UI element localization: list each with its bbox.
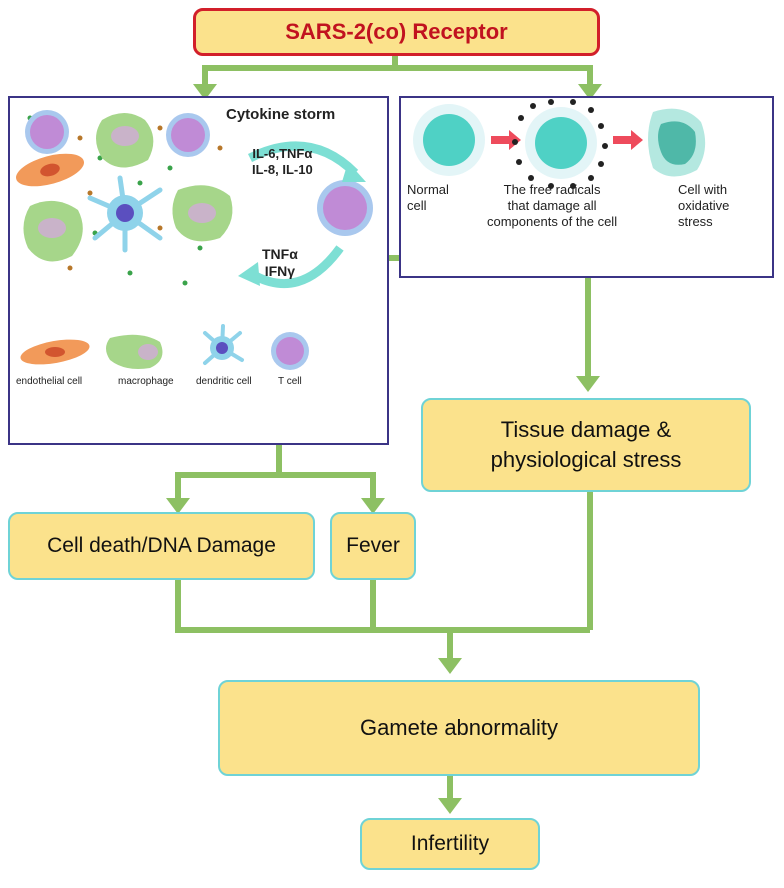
fever-label: Fever — [346, 534, 400, 557]
free-radicals-cell-icon — [525, 107, 597, 179]
tissue-damage-box: Tissue damage & physiological stress — [421, 398, 751, 492]
oxidative-illustration — [413, 99, 706, 189]
gamete-abnormality-label: Gamete abnormality — [359, 715, 559, 740]
legend-tcell-icon — [271, 332, 309, 370]
cytokines-top: IL-6,TNFα IL-8, IL-10 — [252, 146, 313, 177]
arrow-right-icon — [613, 130, 643, 150]
arrow-death-merge — [175, 580, 590, 633]
stressed-cell-icon — [648, 108, 706, 177]
receptor-box: SARS-2(co) Receptor — [193, 8, 600, 56]
tcell-icon — [166, 113, 210, 157]
cell-death-box: Cell death/DNA Damage — [8, 512, 315, 580]
cell-death-label: Cell death/DNA Damage — [47, 534, 276, 557]
receptor-label: SARS-2(co) Receptor — [285, 19, 508, 44]
legend-tcell-label: T cell — [278, 376, 302, 387]
infertility-box: Infertility — [360, 818, 540, 870]
cycle-arrow-bottom — [247, 245, 344, 289]
legend-endothelial-label: endothelial cell — [16, 376, 83, 387]
tissue-damage-line-1: Tissue damage & — [500, 417, 672, 442]
legend-macrophage-icon — [106, 334, 163, 369]
arrow-receptor-left — [202, 52, 398, 86]
normal-cell-label: Normal cell — [407, 182, 449, 213]
free-radicals-label: The free radicals that damage all compon… — [487, 182, 618, 229]
legend-dendritic-label: dendritic cell — [196, 376, 252, 387]
arrow-right-icon — [491, 130, 521, 150]
gamete-abnormality-box: Gamete abnormality — [218, 680, 700, 776]
cytokine-illustration — [15, 110, 373, 370]
fever-box: Fever — [330, 512, 416, 580]
cytokine-storm-title: Cytokine storm — [226, 106, 336, 123]
arrow-cytokine-death — [175, 445, 282, 500]
infertility-label: Infertility — [410, 832, 490, 855]
tissue-damage-line-2: physiological stress — [490, 447, 682, 472]
tcell-icon — [25, 110, 69, 154]
free-radical-dots — [512, 99, 608, 189]
arrow-cytokine-fever — [279, 472, 376, 500]
cytokines-bottom: TNFα IFNγ — [262, 246, 298, 279]
legend-macrophage-label: macrophage — [118, 376, 174, 387]
arrow-receptor-right — [395, 65, 593, 86]
cycle-arrow-top — [247, 141, 359, 177]
oxidative-stress-panel: Normal cell The free radicals that damag… — [399, 96, 774, 278]
cytokine-storm-panel: Cytokine storm IL-6,TNFα IL-8, IL-10 TNF… — [8, 96, 389, 445]
stressed-cell-label: Cell with oxidative stress — [678, 182, 730, 229]
normal-cell-icon — [413, 104, 485, 176]
tcell-icon — [317, 180, 373, 236]
